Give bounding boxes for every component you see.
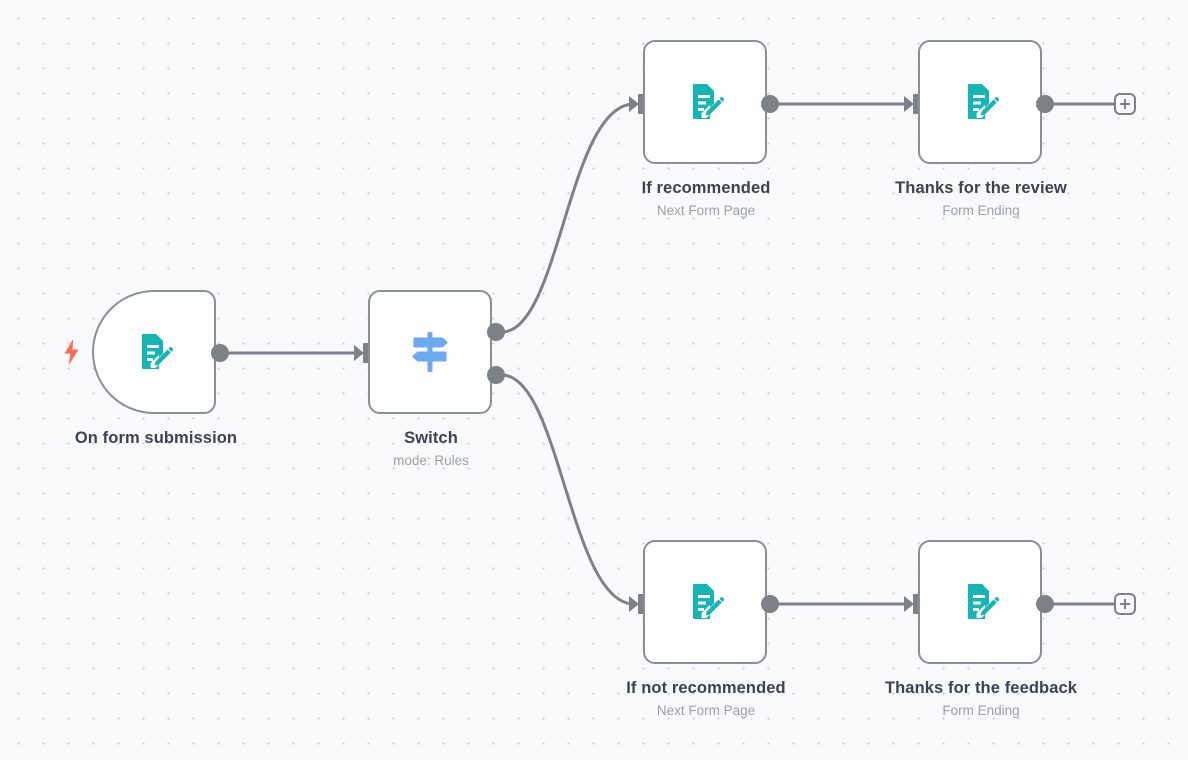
output-endpoint-if-recommended[interactable] [761,95,779,113]
node-caption-thanks-for-the-feedback: Thanks for the feedback Form Ending [816,678,1146,720]
node-on-form-submission[interactable] [92,290,216,414]
node-caption-switch: Switch mode: Rules [266,428,596,470]
form-document-pencil-icon [693,584,724,619]
node-title: Thanks for the review [895,179,1067,197]
form-document-pencil-icon [968,84,999,119]
form-document-pencil-icon [968,584,999,619]
node-title: If recommended [641,179,771,197]
connection-switch-to-if-not-recommended [501,373,635,606]
node-subtitle: Form Ending [942,203,1020,218]
output-endpoint-thanks-for-the-feedback[interactable] [1036,595,1054,613]
node-subtitle: mode: Rules [393,453,469,468]
node-title: Thanks for the feedback [884,679,1078,697]
output-endpoint-on-form-submission[interactable] [211,344,229,362]
output-endpoint-switch-0[interactable] [487,323,505,341]
form-document-pencil-icon [142,334,173,369]
node-switch[interactable] [368,290,492,414]
signpost-icon [412,332,448,372]
node-title: If not recommended [626,679,786,697]
trigger-bolt-icon [64,338,79,366]
add-node-button[interactable] [1114,93,1136,115]
node-caption-if-not-recommended: If not recommended Next Form Page [541,678,871,720]
output-endpoint-switch-1[interactable] [487,366,505,384]
add-node-button[interactable] [1114,593,1136,615]
output-endpoint-if-not-recommended[interactable] [761,595,779,613]
form-document-pencil-icon [693,84,724,119]
node-if-not-recommended[interactable] [643,540,767,664]
node-subtitle: Next Form Page [656,703,756,718]
node-subtitle: Next Form Page [656,203,756,218]
node-caption-if-recommended: If recommended Next Form Page [541,178,871,220]
node-title: Switch [404,429,458,447]
node-thanks-for-the-review[interactable] [918,40,1042,164]
node-subtitle: Form Ending [942,703,1020,718]
output-endpoint-thanks-for-the-review[interactable] [1036,95,1054,113]
node-caption-thanks-for-the-review: Thanks for the review Form Ending [816,178,1146,220]
node-caption-on-form-submission: On form submission [0,428,321,452]
node-if-recommended[interactable] [643,40,767,164]
node-title: On form submission [74,429,238,447]
node-thanks-for-the-feedback[interactable] [918,540,1042,664]
connection-switch-to-if-recommended [501,102,635,334]
